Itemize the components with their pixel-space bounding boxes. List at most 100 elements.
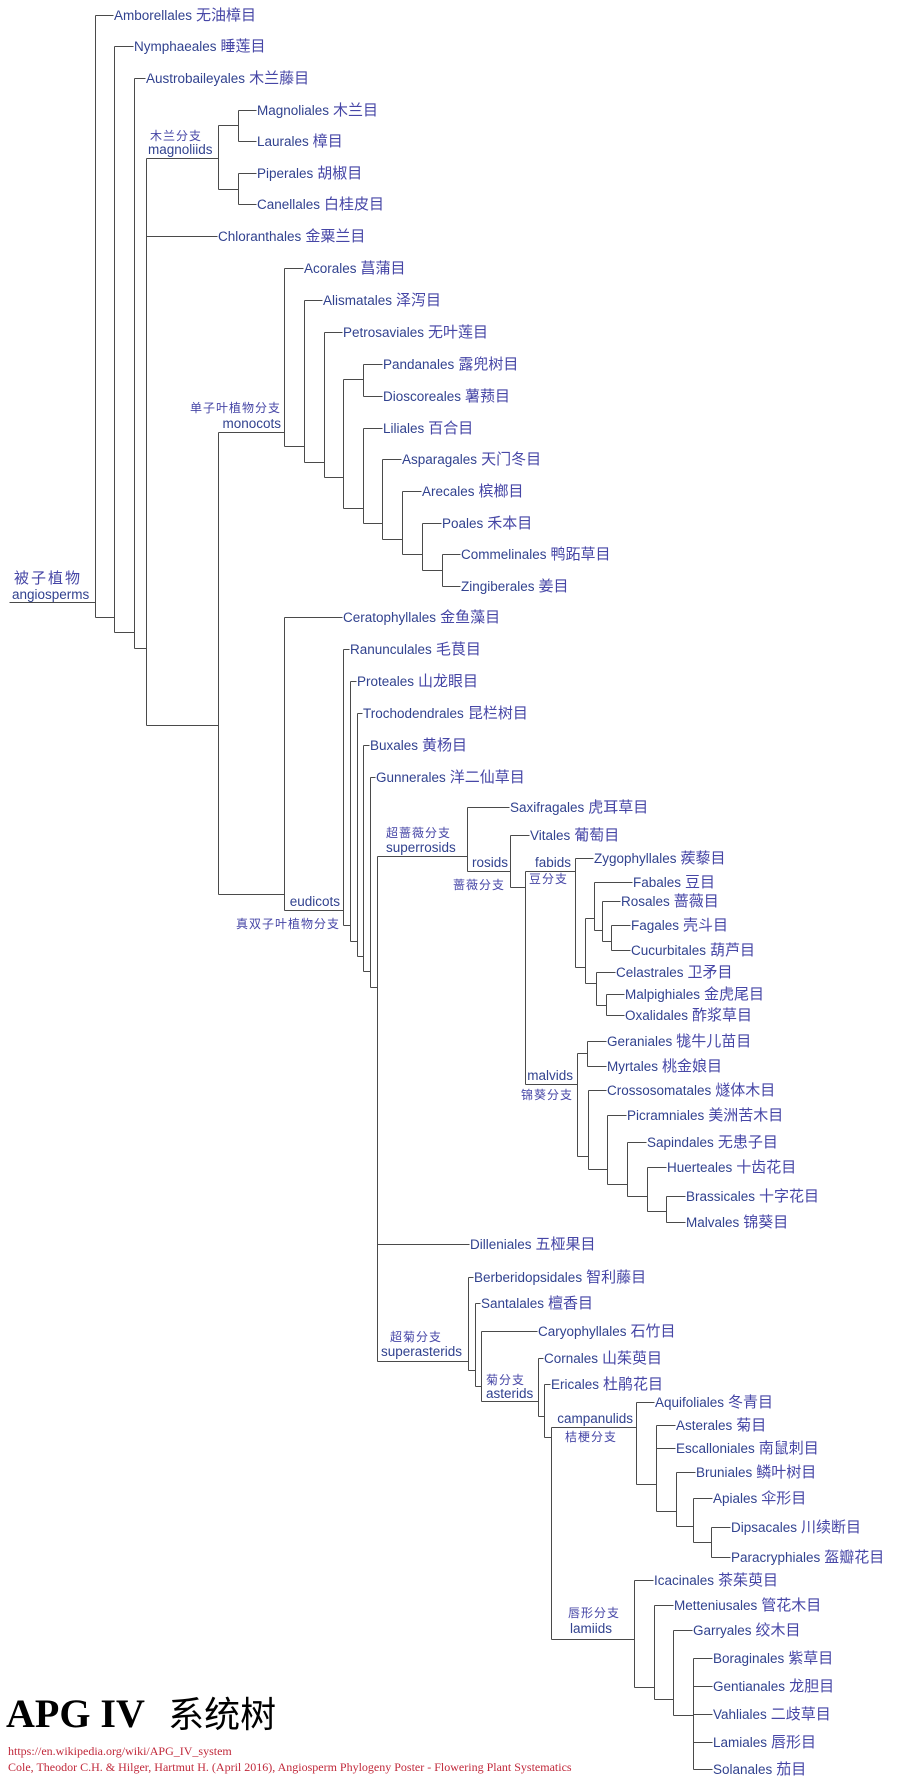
order-chinese-name: 杜鹃花目: [603, 1375, 663, 1393]
order-chinese-name: 五桠果目: [536, 1235, 596, 1253]
clade-en: campanulids: [557, 1411, 633, 1426]
order-chinese-name: 天门冬目: [481, 450, 541, 468]
order-latin-name: Malpighiales: [625, 987, 700, 1002]
order-chinese-name: 龙胆目: [789, 1677, 834, 1695]
order-latin-name: Huerteales: [667, 1160, 733, 1175]
order-chinese-name: 茄目: [776, 1760, 806, 1778]
order-latin-name: Laurales: [257, 134, 309, 149]
order-chinese-name: 葡萄目: [574, 826, 619, 844]
order-latin-name: Zingiberales: [461, 579, 535, 594]
order-chinese-name: 毛茛目: [436, 640, 481, 658]
order-latin-name: Boraginales: [713, 1651, 785, 1666]
order-chinese-name: 百合目: [428, 419, 473, 437]
order-label: Ranunculales 毛茛目: [350, 640, 481, 658]
clade-en: fabids: [535, 855, 571, 870]
order-chinese-name: 姜目: [539, 577, 569, 595]
order-latin-name: Vahliales: [713, 1707, 767, 1722]
order-latin-name: Asparagales: [402, 452, 477, 467]
order-chinese-name: 伞形目: [761, 1489, 806, 1507]
citation-poster: Cole, Theodor C.H. & Hilger, Hartmut H. …: [8, 1760, 572, 1774]
order-chinese-name: 茶茱萸目: [718, 1571, 778, 1589]
order-chinese-name: 蔷薇目: [674, 892, 719, 910]
order-latin-name: Canellales: [257, 197, 320, 212]
order-chinese-name: 紫草目: [788, 1649, 833, 1667]
order-chinese-name: 管花木目: [761, 1596, 821, 1614]
order-chinese-name: 无油樟目: [196, 6, 256, 24]
order-latin-name: Gunnerales: [376, 770, 446, 785]
clade-zh: 单子叶植物分支: [190, 400, 281, 415]
order-chinese-name: 菊目: [736, 1416, 766, 1434]
order-latin-name: Cornales: [544, 1351, 598, 1366]
order-latin-name: Cucurbitales: [631, 943, 706, 958]
order-chinese-name: 燧体木目: [715, 1081, 775, 1099]
order-chinese-name: 唇形目: [771, 1733, 816, 1751]
order-latin-name: Dioscoreales: [383, 389, 461, 404]
order-chinese-name: 牻牛儿苗目: [676, 1032, 751, 1050]
order-chinese-name: 美洲苦木目: [708, 1106, 783, 1124]
order-label: Fagales 壳斗目: [631, 916, 728, 934]
clade-en: monocots: [222, 416, 281, 431]
order-chinese-name: 壳斗目: [683, 916, 728, 934]
order-chinese-name: 酢浆草目: [692, 1006, 752, 1024]
order-latin-name: Berberidopsidales: [474, 1270, 582, 1285]
order-latin-name: Ericales: [551, 1377, 599, 1392]
order-chinese-name: 泽泻目: [396, 291, 441, 309]
order-latin-name: Brassicales: [686, 1189, 755, 1204]
order-latin-name: Dipsacales: [731, 1520, 797, 1535]
order-latin-name: Gentianales: [713, 1679, 785, 1694]
order-latin-name: Dilleniales: [470, 1237, 532, 1252]
order-label: Gentianales 龙胆目: [713, 1677, 834, 1695]
clade-zh: 超蔷薇分支: [386, 825, 451, 840]
tree-branches: [9, 15, 731, 1770]
order-latin-name: Fagales: [631, 918, 679, 933]
order-latin-name: Paracryphiales: [731, 1550, 821, 1565]
order-latin-name: Ranunculales: [350, 642, 432, 657]
order-latin-name: Alismatales: [323, 293, 392, 308]
order-label: Ericales 杜鹃花目: [551, 1375, 663, 1393]
order-latin-name: Malvales: [686, 1215, 740, 1230]
root-label-en: angiosperms: [12, 587, 90, 602]
order-chinese-name: 木兰目: [333, 101, 378, 119]
order-chinese-name: 绞木目: [756, 1621, 801, 1639]
order-latin-name: Asterales: [676, 1418, 733, 1433]
order-latin-name: Vitales: [530, 828, 571, 843]
order-chinese-name: 南鼠刺目: [759, 1439, 819, 1457]
order-latin-name: Icacinales: [654, 1573, 714, 1588]
order-latin-name: Trochodendrales: [363, 706, 464, 721]
order-latin-name: Proteales: [357, 674, 414, 689]
order-chinese-name: 禾本目: [487, 514, 532, 532]
order-latin-name: Aquifoliales: [655, 1395, 724, 1410]
order-latin-name: Pandanales: [383, 357, 455, 372]
order-chinese-name: 檀香目: [548, 1294, 593, 1312]
